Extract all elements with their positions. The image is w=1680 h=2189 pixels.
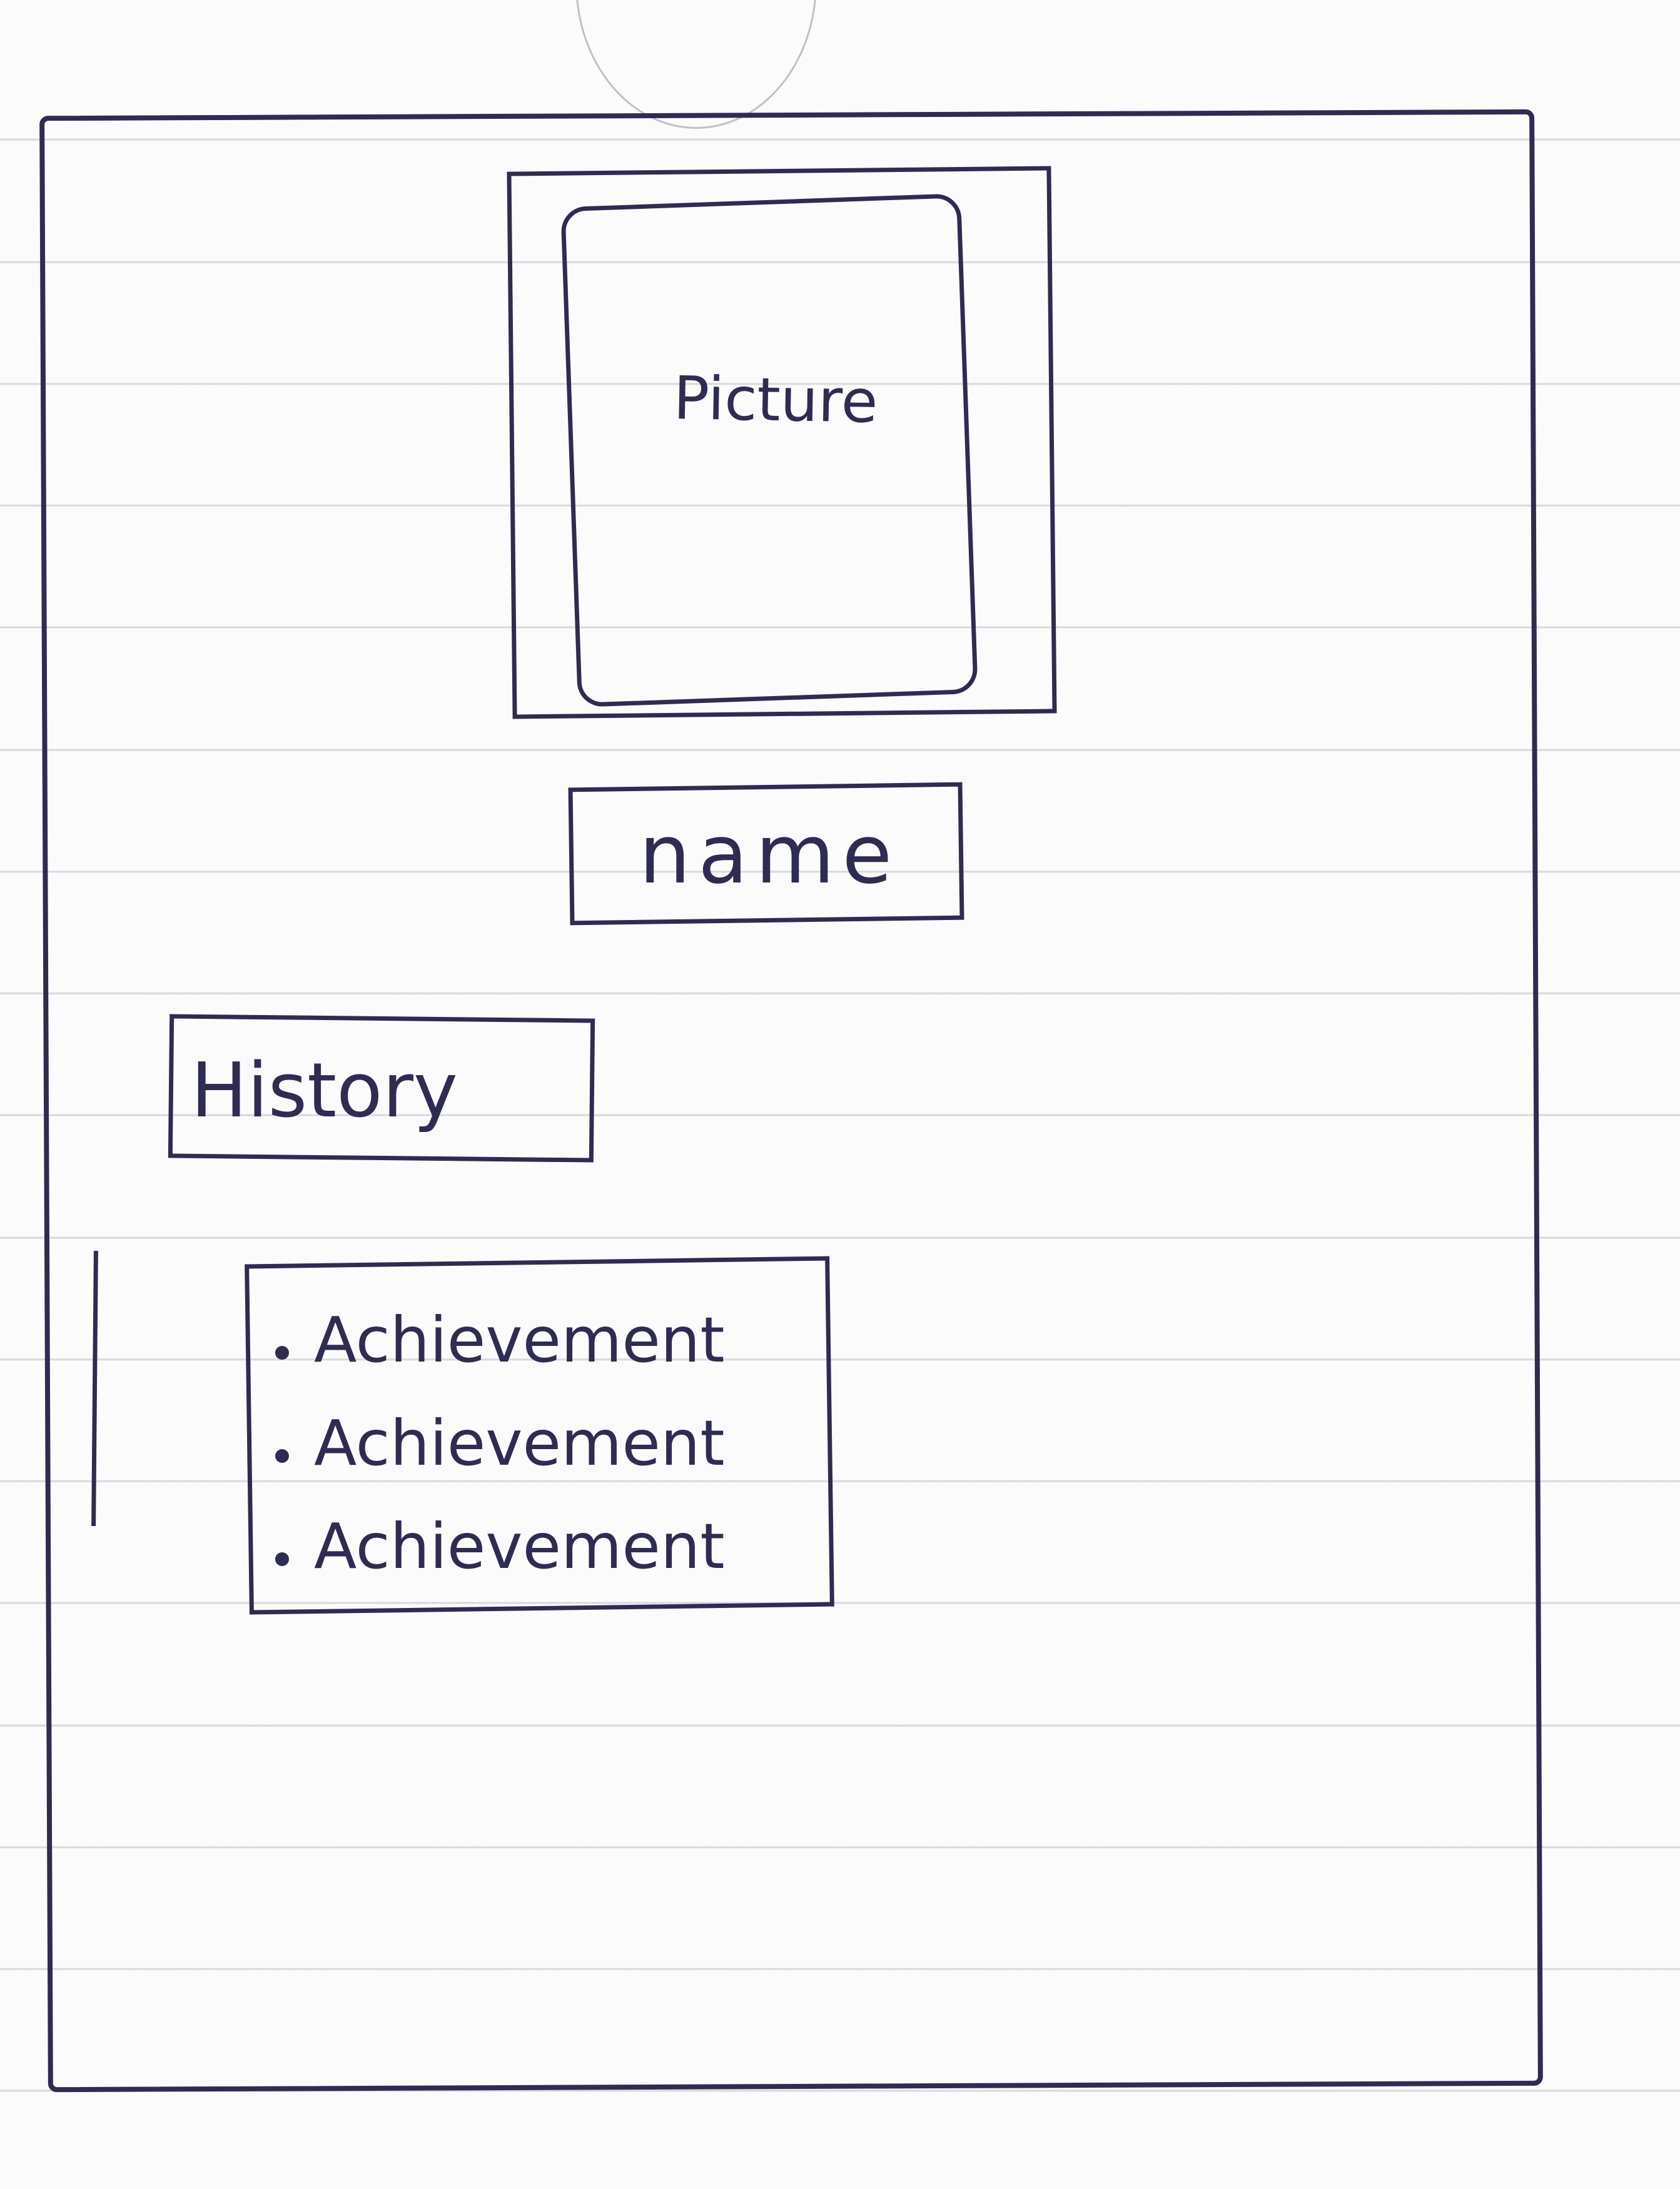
achievement-label: Achievement xyxy=(314,1303,725,1377)
bullet-icon xyxy=(275,1345,289,1360)
bullet-icon xyxy=(275,1448,289,1463)
history-label: History xyxy=(191,1048,458,1135)
top-circle-sketch xyxy=(575,0,817,129)
bullet-icon xyxy=(275,1552,289,1566)
achievement-label: Achievement xyxy=(314,1407,725,1480)
name-label: name xyxy=(639,807,900,902)
achievement-item: Achievement xyxy=(275,1495,826,1598)
profile-picture[interactable] xyxy=(560,193,978,707)
achievement-item: Achievement xyxy=(275,1392,826,1495)
achievement-list: Achievement Achievement Achievement xyxy=(275,1288,826,1598)
achievement-item: Achievement xyxy=(275,1288,826,1392)
achievement-label: Achievement xyxy=(314,1510,725,1583)
picture-label: Picture xyxy=(672,364,879,437)
